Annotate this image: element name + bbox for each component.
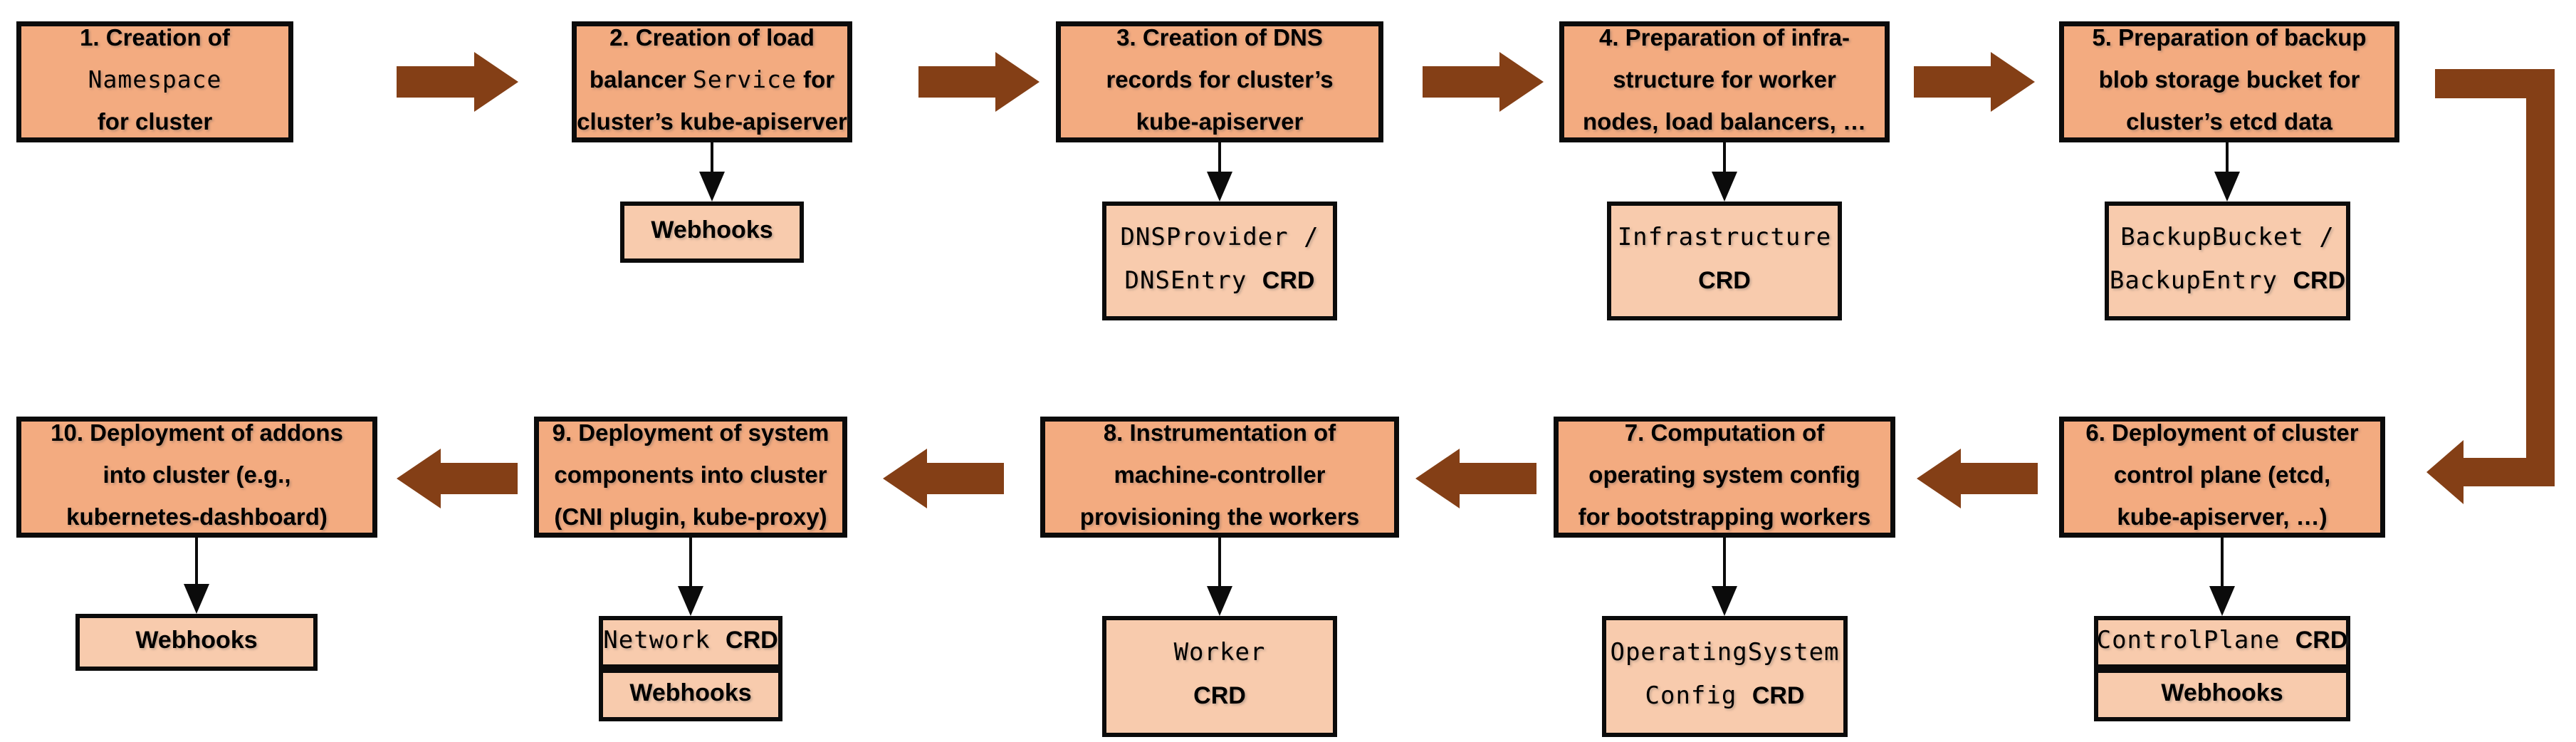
step-1-box: 1. Creation of Namespace for cluster xyxy=(16,21,293,142)
text-line: Webhooks xyxy=(629,679,752,706)
text-line: Network CRD xyxy=(603,625,778,654)
text-line: Webhooks xyxy=(2161,679,2283,706)
step-10-webhooks-box: Webhooks xyxy=(75,614,318,671)
step-5-box: 5. Preparation of backup blob storage buc… xyxy=(2059,21,2399,142)
step-9-box: 9. Deployment of system components into c… xyxy=(534,417,847,538)
step-9-webhooks-row: Webhooks xyxy=(599,669,782,721)
down-arrow-step-8-icon xyxy=(1207,538,1232,616)
text-line: Worker xyxy=(1173,638,1266,667)
step-2-box: 2. Creation of load balancer Service for c… xyxy=(572,21,852,142)
text-line: 6. Deployment of cluster xyxy=(2085,419,2359,446)
down-arrow-step-9-icon xyxy=(678,538,703,616)
text-line: CRD xyxy=(1193,682,1246,709)
text-line: Webhooks xyxy=(651,216,773,244)
text-line: CRD xyxy=(1698,266,1751,294)
text-line: 10. Deployment of addons xyxy=(51,419,343,446)
text-line: ControlPlane CRD xyxy=(2096,625,2348,654)
text-line: (CNI plugin, kube-proxy) xyxy=(554,503,827,530)
step-9-crd-row: Network CRD xyxy=(599,616,782,669)
text-line: records for cluster’s xyxy=(1106,66,1334,93)
text-line: cluster’s kube-apiserver xyxy=(577,108,847,135)
text-line: 9. Deployment of system xyxy=(552,419,829,446)
text-line: structure for worker xyxy=(1613,66,1836,93)
down-arrow-step-7-icon xyxy=(1712,538,1737,616)
down-arrow-step-10-icon xyxy=(184,538,209,614)
text-line: blob storage bucket for xyxy=(2098,66,2360,93)
text-line: control plane (etcd, xyxy=(2113,461,2331,488)
flow-arrow-4-to-5-icon xyxy=(1914,52,2035,112)
text-line: DNSEntry CRD xyxy=(1124,266,1315,295)
down-arrow-step-3-icon xyxy=(1207,142,1232,202)
text-line: 5. Preparation of backup xyxy=(2092,23,2367,51)
text-line: OperatingSystem xyxy=(1610,638,1840,667)
down-arrow-step-5-icon xyxy=(2214,142,2240,202)
text-line: 2. Creation of load xyxy=(609,23,815,51)
flow-arrow-6-to-7-icon xyxy=(1917,449,2038,508)
text-line: provisioning the workers xyxy=(1079,503,1360,530)
text-line: 4. Preparation of infra- xyxy=(1598,23,1850,51)
step-5-crd-box: BackupBucket / BackupEntry CRD xyxy=(2105,202,2350,320)
text-line: cluster’s etcd data xyxy=(2126,108,2332,135)
text-line: 3. Creation of DNS xyxy=(1116,23,1323,51)
text-line: BackupBucket / xyxy=(2120,222,2335,251)
flow-arrow-7-to-8-icon xyxy=(1415,449,1536,508)
text-line: 7. Computation of xyxy=(1624,419,1825,446)
flow-arrow-8-to-9-icon xyxy=(883,449,1004,508)
text-line: 8. Instrumentation of xyxy=(1103,419,1336,446)
text-line: Infrastructure xyxy=(1617,222,1832,251)
step-6-box: 6. Deployment of cluster control plane (e… xyxy=(2059,417,2385,538)
text-line: machine-controller xyxy=(1114,461,1326,488)
down-arrow-step-6-icon xyxy=(2209,538,2235,616)
flow-arrow-1-to-2-icon xyxy=(397,52,518,112)
flow-arrow-9-to-10-icon xyxy=(397,449,518,508)
step-10-box: 10. Deployment of addons into cluster (e.… xyxy=(16,417,377,538)
text-line: components into cluster xyxy=(554,461,827,488)
text-line: Webhooks xyxy=(135,626,258,654)
step-3-crd-box: DNSProvider / DNSEntry CRD xyxy=(1102,202,1337,320)
text-line: operating system config xyxy=(1588,461,1860,488)
down-arrow-step-2-icon xyxy=(699,142,725,202)
flow-arrow-2-to-3-icon xyxy=(918,52,1040,112)
text-line: into cluster (e.g., xyxy=(103,461,291,488)
text-line: kube-apiserver xyxy=(1136,108,1304,135)
flow-arrow-3-to-4-icon xyxy=(1423,52,1544,112)
step-3-box: 3. Creation of DNS records for cluster’s k… xyxy=(1056,21,1383,142)
step-6-webhooks-row: Webhooks xyxy=(2094,669,2350,721)
text-line: DNSProvider / xyxy=(1120,222,1319,251)
text-line: Namespace xyxy=(88,65,222,93)
text-line: Config CRD xyxy=(1645,681,1805,710)
text-line: 1. Creation of xyxy=(80,23,230,51)
step-6-crd-row: ControlPlane CRD xyxy=(2094,616,2350,669)
step-8-box: 8. Instrumentation of machine-controller p… xyxy=(1040,417,1399,538)
text-line: nodes, load balancers, … xyxy=(1583,108,1866,135)
elbow-arrow-5-to-6-icon xyxy=(2426,69,2555,504)
text-line: BackupEntry CRD xyxy=(2109,266,2346,295)
step-4-box: 4. Preparation of infra-structure for wo… xyxy=(1559,21,1890,142)
text-line: for cluster xyxy=(97,108,213,135)
down-arrow-step-4-icon xyxy=(1712,142,1737,202)
step-7-box: 7. Computation of operating system config… xyxy=(1554,417,1895,538)
text-line: balancer Service for xyxy=(589,65,835,93)
text-line: kube-apiserver, …) xyxy=(2117,503,2328,530)
text-line: kubernetes-dashboard) xyxy=(66,503,328,530)
text-line: for bootstrapping workers xyxy=(1578,503,1871,530)
step-2-webhooks-box: Webhooks xyxy=(620,202,804,263)
